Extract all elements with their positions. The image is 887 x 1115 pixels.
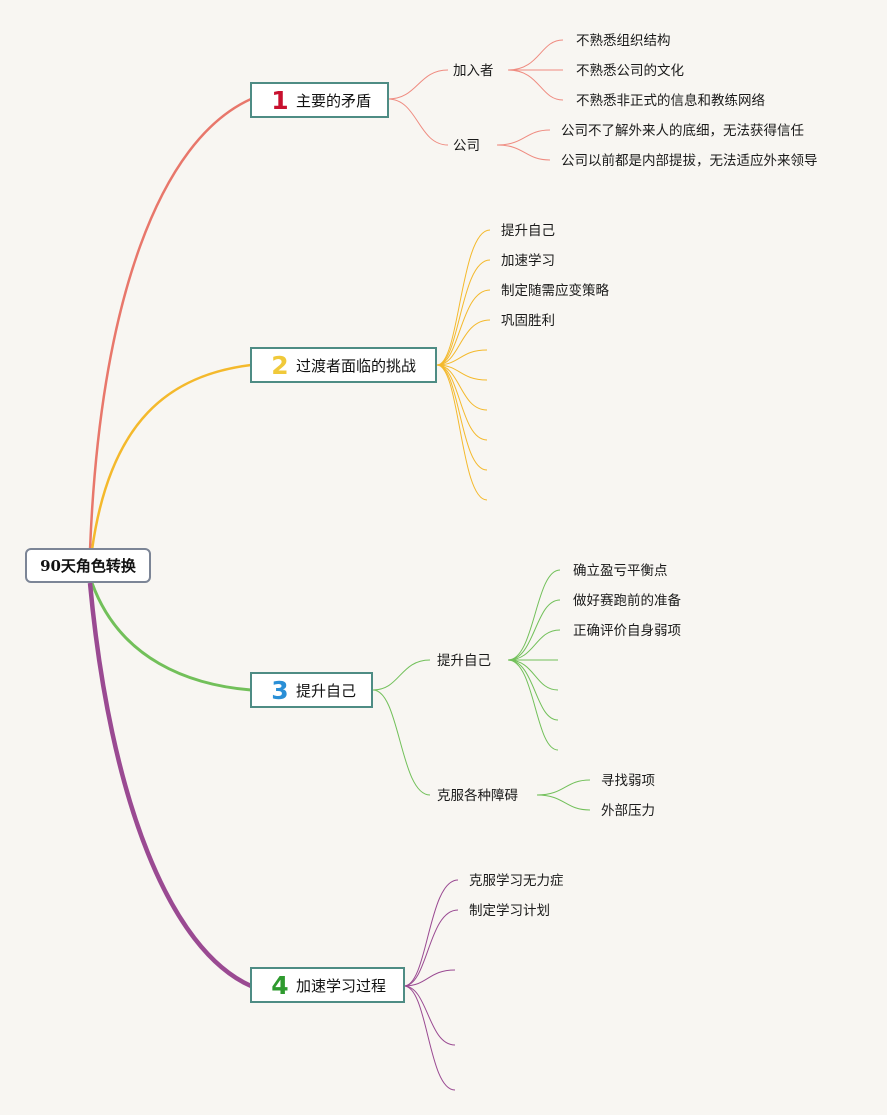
leaf-b3-s1-3[interactable]: 正确评价自身弱项 bbox=[573, 623, 681, 639]
connector-b1-s1-leaf-3 bbox=[507, 69, 564, 101]
topic-number-2: 2 bbox=[271, 350, 289, 380]
leaf-b3-s1-1[interactable]: 确立盈亏平衡点 bbox=[573, 563, 668, 579]
connector-b3-s1-leaf-1 bbox=[507, 569, 561, 661]
leaf-b2-3[interactable]: 制定随需应变策略 bbox=[501, 283, 609, 299]
topic-number-3: 3 bbox=[271, 675, 289, 705]
connector-root-branch-3 bbox=[90, 582, 252, 692]
connector-b4-leaf-1 bbox=[403, 879, 459, 987]
connector-b4-empty-3 bbox=[403, 985, 456, 1091]
connector-b3-sub-1 bbox=[372, 659, 431, 691]
leaf-b4-2[interactable]: 制定学习计划 bbox=[469, 903, 550, 919]
connector-b2-empty-4 bbox=[436, 364, 488, 441]
subtopic-improve-self[interactable]: 提升自己 bbox=[437, 653, 491, 669]
connector-b3-s1-empty-2 bbox=[507, 659, 559, 691]
leaf-b1-s1-2[interactable]: 不熟悉公司的文化 bbox=[576, 63, 684, 79]
connector-b4-empty-2 bbox=[403, 985, 456, 1046]
subtopic-joiner[interactable]: 加入者 bbox=[453, 63, 494, 79]
main-topic-3[interactable]: 3 提升自己 bbox=[250, 672, 373, 708]
leaf-b3-s2-2[interactable]: 外部压力 bbox=[601, 803, 655, 819]
connector-b3-s1-leaf-2 bbox=[507, 599, 561, 661]
connector-b3-s2-leaf-2 bbox=[536, 794, 591, 811]
topic-number-1: 1 bbox=[271, 85, 289, 115]
connector-b2-empty-1 bbox=[436, 349, 488, 366]
connector-root-branch-1 bbox=[88, 97, 252, 551]
connector-b3-s1-empty-3 bbox=[507, 659, 559, 721]
connector-b3-sub-2 bbox=[372, 689, 431, 796]
connector-b4-leaf-2 bbox=[403, 909, 459, 987]
leaf-b3-s2-1[interactable]: 寻找弱项 bbox=[601, 773, 655, 789]
connector-b2-empty-3 bbox=[436, 364, 488, 411]
connector-b3-s1-empty-4 bbox=[507, 659, 559, 751]
main-topic-2-label: 过渡者面临的挑战 bbox=[296, 356, 417, 375]
leaf-b1-s2-1[interactable]: 公司不了解外来人的底细，无法获得信任 bbox=[561, 123, 804, 139]
leaf-b1-s1-1[interactable]: 不熟悉组织结构 bbox=[576, 33, 671, 49]
connector-b2-empty-5 bbox=[436, 364, 488, 471]
leaf-b2-2[interactable]: 加速学习 bbox=[501, 253, 555, 269]
topic-number-4: 4 bbox=[271, 970, 289, 1000]
main-topic-1-label: 主要的矛盾 bbox=[296, 91, 372, 110]
connector-b2-empty-2 bbox=[436, 364, 488, 381]
connector-root-branch-2 bbox=[90, 363, 252, 551]
main-topic-4-label: 加速学习过程 bbox=[296, 976, 387, 995]
leaf-b3-s1-2[interactable]: 做好赛跑前的准备 bbox=[573, 593, 681, 609]
connector-b2-leaf-2 bbox=[436, 259, 491, 366]
leaf-b1-s1-3[interactable]: 不熟悉非正式的信息和教练网络 bbox=[576, 93, 765, 109]
leaf-b1-s2-2[interactable]: 公司以前都是内部提拔，无法适应外来领导 bbox=[561, 153, 818, 169]
connector-b2-empty-6 bbox=[436, 364, 488, 501]
connector-b1-sub-1 bbox=[387, 69, 449, 100]
root-topic-label: 90天角色转换 bbox=[40, 557, 136, 575]
connector-root-branch-4 bbox=[87, 582, 252, 989]
root-topic[interactable]: 90天角色转换 bbox=[25, 548, 151, 583]
main-topic-1[interactable]: 1 主要的矛盾 bbox=[250, 82, 389, 118]
connector-b1-s2-leaf-1 bbox=[496, 129, 551, 146]
main-topic-4[interactable]: 4 加速学习过程 bbox=[250, 967, 405, 1003]
connector-b2-leaf-3 bbox=[436, 289, 491, 366]
connector-b3-s2-leaf-1 bbox=[536, 779, 591, 796]
leaf-b2-1[interactable]: 提升自己 bbox=[501, 223, 555, 239]
main-topic-3-label: 提升自己 bbox=[296, 681, 357, 700]
leaf-b4-1[interactable]: 克服学习无力症 bbox=[469, 873, 564, 889]
connector-b1-sub-2 bbox=[387, 98, 449, 146]
main-topic-2[interactable]: 2 过渡者面临的挑战 bbox=[250, 347, 437, 383]
connector-b2-leaf-4 bbox=[436, 319, 491, 366]
connector-b3-s1-leaf-3 bbox=[507, 629, 561, 661]
subtopic-company[interactable]: 公司 bbox=[453, 138, 480, 154]
connector-b1-s1-leaf-1 bbox=[507, 39, 564, 71]
subtopic-overcome-obstacles[interactable]: 克服各种障碍 bbox=[437, 788, 518, 804]
connector-b4-empty-1 bbox=[403, 969, 456, 987]
connector-b2-leaf-1 bbox=[436, 229, 491, 366]
connector-b1-s2-leaf-2 bbox=[496, 144, 551, 161]
leaf-b2-4[interactable]: 巩固胜利 bbox=[501, 313, 555, 329]
